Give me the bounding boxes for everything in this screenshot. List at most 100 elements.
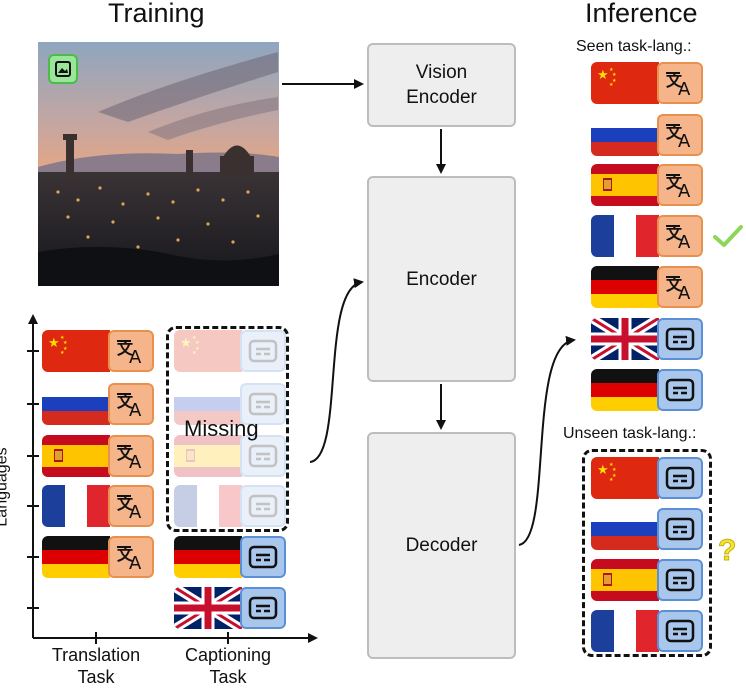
card-france-captioning-missing	[174, 485, 286, 527]
inference-title: Inference	[585, 0, 698, 28]
flag-china: ★★★★★	[591, 62, 659, 104]
caption-icon	[657, 318, 703, 360]
unseen-region	[582, 449, 712, 657]
card-russia-captioning-missing	[174, 383, 286, 425]
svg-text:A: A	[129, 553, 142, 571]
captioning-task-label: Captioning Task	[184, 645, 272, 687]
svg-text:文: 文	[117, 444, 134, 463]
caption-icon	[657, 369, 703, 411]
svg-text:★: ★	[612, 78, 617, 84]
decoder-label: Decoder	[405, 535, 478, 556]
caption-icon	[240, 330, 286, 372]
svg-text:★: ★	[48, 335, 60, 350]
card-germany-captioning-train	[174, 536, 286, 578]
seen-label: Seen task-lang.:	[576, 38, 692, 55]
svg-text:★: ★	[609, 462, 614, 468]
card-spain-captioning-unseen	[591, 559, 703, 601]
svg-text:文: 文	[117, 545, 134, 564]
svg-text:A: A	[129, 400, 142, 418]
svg-text:文: 文	[666, 123, 683, 142]
encoder-box: Encoder	[367, 176, 516, 382]
card-china-captioning-unseen: ★★★★★	[591, 457, 703, 499]
flag-spain	[591, 559, 659, 601]
flag-russia	[591, 508, 659, 550]
flag-france	[174, 485, 242, 527]
svg-text:A: A	[678, 131, 691, 149]
card-russia-captioning-unseen	[591, 508, 703, 550]
svg-text:文: 文	[117, 494, 134, 513]
flag-spain	[42, 435, 110, 477]
caption-icon	[240, 485, 286, 527]
svg-text:★: ★	[192, 335, 197, 341]
vision-encoder-box: Vision Encoder	[367, 43, 516, 127]
card-china-captioning-missing: ★★★★★	[174, 330, 286, 372]
svg-text:★: ★	[60, 350, 65, 356]
caption-icon	[240, 383, 286, 425]
svg-text:★: ★	[609, 477, 614, 483]
svg-text:A: A	[129, 502, 142, 520]
svg-text:★: ★	[195, 346, 200, 352]
svg-text:★: ★	[597, 462, 609, 477]
check-icon	[713, 224, 743, 248]
vision-encoder-label: Vision Encoder	[406, 62, 477, 108]
svg-text:A: A	[678, 181, 691, 199]
flag-spain	[591, 164, 659, 206]
image-icon	[48, 54, 78, 84]
missing-label: Missing	[184, 416, 259, 441]
flag-germany	[591, 266, 659, 308]
svg-text:文: 文	[117, 339, 134, 358]
caption-icon	[657, 559, 703, 601]
svg-text:★: ★	[192, 350, 197, 356]
flag-germany	[591, 369, 659, 411]
unseen-label: Unseen task-lang.:	[563, 425, 697, 442]
training-to-encoder-arrow	[309, 278, 364, 463]
flag-russia	[174, 383, 242, 425]
question-icon: ?	[717, 534, 737, 568]
svg-text:文: 文	[666, 71, 683, 90]
caption-icon	[240, 587, 286, 629]
flag-germany	[174, 536, 242, 578]
decoder-box: Decoder	[367, 432, 516, 659]
input-photo	[38, 42, 279, 286]
flag-russia	[591, 114, 659, 156]
svg-text:★: ★	[609, 67, 614, 73]
flag-spain	[174, 435, 242, 477]
caption-icon	[240, 536, 286, 578]
training-title: Training	[108, 0, 205, 28]
svg-text:A: A	[678, 283, 691, 301]
svg-text:A: A	[129, 452, 142, 470]
caption-icon	[657, 457, 703, 499]
flag-france	[591, 610, 659, 652]
flag-germany	[42, 536, 110, 578]
card-uk-captioning-train	[174, 587, 286, 629]
flag-china: ★★★★★	[174, 330, 242, 372]
card-uk-captioning-seen	[591, 318, 703, 360]
svg-text:★: ★	[597, 67, 609, 82]
missing-region	[166, 326, 289, 532]
svg-text:A: A	[678, 79, 691, 97]
card-france-captioning-unseen	[591, 610, 703, 652]
flag-france	[42, 485, 110, 527]
flag-uk	[174, 587, 242, 629]
svg-text:★: ★	[180, 335, 192, 350]
svg-text:★: ★	[195, 340, 200, 346]
svg-text:★: ★	[60, 335, 65, 341]
